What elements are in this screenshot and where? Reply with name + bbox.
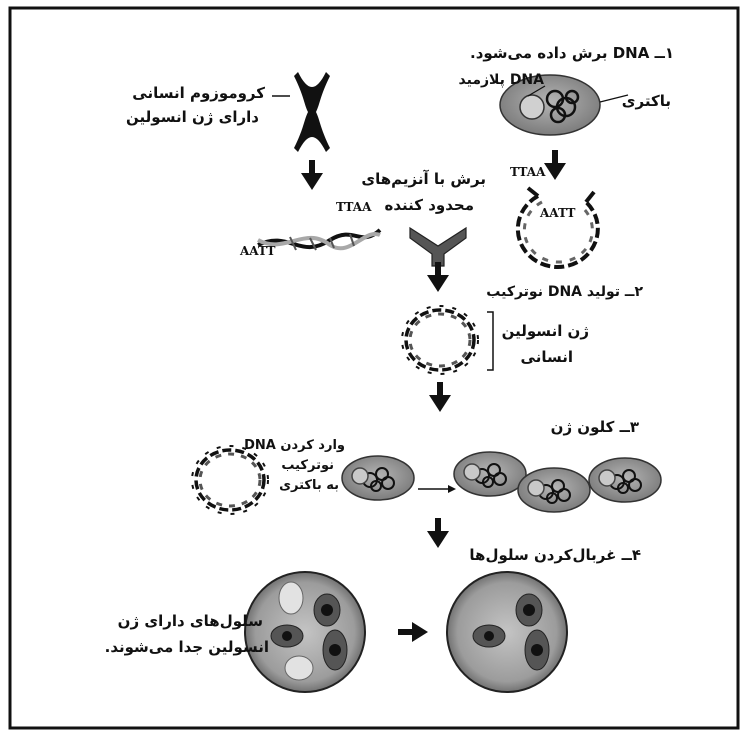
arrow-down-step3 (427, 518, 449, 548)
clone-arrowhead (448, 485, 456, 493)
ttaa-left-label: TTAA (336, 200, 371, 214)
insert-label-3: به باکتری (279, 478, 339, 493)
ttaa-right-label: TTAA (510, 165, 545, 179)
bacterium-clone-3 (589, 458, 661, 502)
insulin-gene-label-2: انسانی (521, 348, 573, 366)
aatt-right-label: AATT (540, 206, 575, 220)
screening-dish-right (447, 572, 567, 692)
bacterium-clone-2 (518, 468, 590, 512)
step1-title: ۱ــ DNA برش داده می‌شود. (470, 44, 674, 62)
arrow-down-enzyme (427, 262, 449, 292)
insert-label-1: وارد کردن DNA (244, 438, 345, 453)
enzyme-label-2: محدود کننده (385, 196, 475, 214)
bacterium-clone-1 (454, 452, 526, 496)
recombinant-dna-ring (402, 306, 478, 374)
arrow-down-plasmid (544, 150, 566, 180)
insert-label-2: نوترکیب (281, 458, 334, 473)
cells-label-1: سلول‌های دارای ژن (118, 612, 263, 630)
cells-label-2: انسولین جدا می‌شوند. (105, 638, 269, 656)
human-dna-fragment (258, 230, 380, 250)
insulin-gene-bracket (487, 312, 493, 370)
bacterium-label: باکتری (622, 92, 671, 110)
step2-title: ۲ــ تولید DNA نوترکیب (486, 284, 643, 300)
human-chromosome (294, 72, 330, 152)
recombinant-ring-step3 (192, 446, 268, 514)
restriction-enzyme (410, 228, 466, 266)
chromosome-label-1: کروموزوم انسانی (132, 84, 265, 102)
aatt-left-label: AATT (240, 244, 275, 258)
transfer-arrow (398, 622, 428, 642)
insulin-gene-label-1: ژن انسولین (502, 322, 589, 340)
chromosome-label-2: دارای ژن انسولین (126, 108, 259, 126)
step3-title: ۳ــ کلون ژن (551, 418, 639, 436)
step4-title: ۴ــ غربال‌کردن سلول‌ها (469, 546, 641, 564)
cut-plasmid-ring (518, 188, 598, 267)
bacterium-inserted (342, 456, 414, 500)
arrow-down-step2 (429, 382, 451, 412)
arrow-down-chromosome (301, 160, 323, 190)
screening-dish-left (245, 572, 365, 692)
plasmid-dna-label: DNA پلازمید (459, 72, 544, 88)
enzyme-label-1: برش با آنزیم‌های (361, 170, 486, 188)
